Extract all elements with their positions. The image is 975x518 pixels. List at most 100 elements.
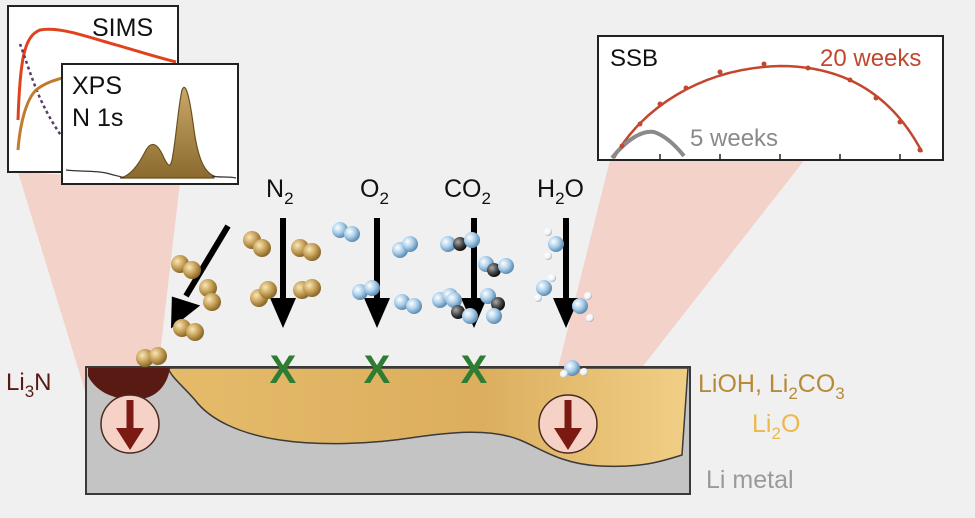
ssb-point xyxy=(897,119,903,125)
co2-o-atom xyxy=(464,232,480,248)
substrate-outline xyxy=(85,366,691,495)
label-li3n: Li3N xyxy=(6,369,52,401)
h2o-o-atom xyxy=(548,236,564,252)
gas-label-o2: O2 xyxy=(360,175,389,208)
h2o-h-atom xyxy=(560,370,568,378)
o2-atom xyxy=(344,226,360,242)
co2-o-atom xyxy=(480,288,496,304)
ssb-point xyxy=(917,147,923,153)
ssb-point xyxy=(805,65,811,71)
inset-xps: XPS N 1s xyxy=(61,63,239,185)
n2-atom xyxy=(183,261,201,279)
ssb-point xyxy=(637,121,643,127)
gas-label-o2-base: O xyxy=(360,175,379,203)
h2o-h-atom xyxy=(580,368,588,376)
h2o-o-atom xyxy=(572,298,588,314)
inset-xps-line2: N 1s xyxy=(72,104,123,132)
h2o-h-atom xyxy=(534,294,542,302)
h2o-molecules xyxy=(534,228,594,378)
blocked-mark-co2: X xyxy=(461,348,488,392)
blocked-mark-o2: X xyxy=(364,348,391,392)
label-li2o-b: 2 xyxy=(771,424,780,443)
diffusion-marker-right xyxy=(538,394,598,454)
co2-o-atom xyxy=(462,308,478,324)
n2-atom xyxy=(203,293,221,311)
inset-ssb-label-20: 20 weeks xyxy=(820,45,921,72)
ssb-5-weeks-arc xyxy=(610,129,686,160)
label-li3n-b: 3 xyxy=(25,382,34,401)
ssb-axis-ticks xyxy=(659,154,901,160)
o2-atom xyxy=(402,236,418,252)
h2o-o-atom xyxy=(536,280,552,296)
ssb-point xyxy=(717,69,723,75)
label-li2o: Li2O xyxy=(752,410,800,443)
ssb-point xyxy=(657,101,663,107)
o2-atom xyxy=(364,280,380,296)
inset-ssb-label-5: 5 weeks xyxy=(690,125,778,152)
ssb-point xyxy=(619,143,625,149)
sims-purple-curve xyxy=(18,43,67,143)
gas-label-h2o-sub: 2 xyxy=(555,189,564,208)
co2-molecules xyxy=(440,232,514,324)
ssb-point xyxy=(683,85,689,91)
inset-xps-line1: XPS xyxy=(72,72,122,100)
co2-o-atom xyxy=(498,258,514,274)
ssb-point xyxy=(873,95,879,101)
ssb-point xyxy=(761,61,767,67)
gas-label-n2-sub: 2 xyxy=(284,189,293,208)
label-lioh-a: LiOH, Li xyxy=(698,370,788,398)
co2-o-atom xyxy=(486,308,502,324)
nitride-layer xyxy=(88,368,170,401)
o2-atom xyxy=(406,298,422,314)
h2o-h-atom xyxy=(544,228,552,236)
n2-molecules xyxy=(136,231,321,367)
label-li3n-a: Li xyxy=(6,369,25,396)
diffusion-marker-left xyxy=(100,394,160,454)
gas-label-h2o-tail: O xyxy=(565,175,584,203)
gas-label-co2-base: CO xyxy=(444,175,482,203)
label-li3n-c: N xyxy=(34,369,51,396)
gas-label-co2-sub: 2 xyxy=(482,189,491,208)
h2o-h-atom xyxy=(544,252,552,260)
co2-c-atom xyxy=(451,305,465,319)
label-lioh-d: 3 xyxy=(835,384,844,403)
sims-red-curve xyxy=(16,27,177,121)
co2-c-atom xyxy=(487,263,501,277)
n2-atom xyxy=(199,279,217,297)
label-lioh-li2co3: LiOH, Li2CO3 xyxy=(698,370,845,403)
sims-brown-curve xyxy=(16,76,63,151)
ssb-point xyxy=(847,77,853,83)
gas-label-n2: N2 xyxy=(266,175,294,208)
n2-atom xyxy=(303,279,321,297)
gas-label-n2-base: N xyxy=(266,175,284,203)
n2-atom xyxy=(253,239,271,257)
h2o-h-atom xyxy=(548,274,556,282)
h2o-h-atom xyxy=(586,314,594,322)
ssb-20-weeks-points xyxy=(619,61,923,153)
inset-sims-title: SIMS xyxy=(92,14,153,42)
h2o-o-atom xyxy=(564,360,580,376)
arrow-n2 xyxy=(270,218,296,328)
gas-label-h2o: H2O xyxy=(537,175,584,208)
label-li2o-a: Li xyxy=(752,410,771,438)
co2-o-atom xyxy=(440,236,456,252)
blocked-mark-n2: X xyxy=(270,348,297,392)
inset-ssb-title: SSB xyxy=(610,45,658,72)
xps-peak-fill xyxy=(119,87,215,179)
inset-ssb: SSB 20 weeks 5 weeks xyxy=(597,35,944,161)
gas-label-co2: CO2 xyxy=(444,175,491,208)
co2-o-atom xyxy=(446,292,462,308)
label-lioh-c: CO xyxy=(798,370,836,398)
n2-atom xyxy=(259,281,277,299)
n2-atom xyxy=(186,323,204,341)
n2-atom xyxy=(303,243,321,261)
h2o-h-atom xyxy=(584,292,592,300)
xps-baseline xyxy=(65,169,237,179)
ssb-20-weeks-arc xyxy=(612,64,924,159)
gas-label-o2-sub: 2 xyxy=(379,189,388,208)
n2-atom xyxy=(149,347,167,365)
co2-c-atom xyxy=(453,237,467,251)
gas-label-h2o-base: H xyxy=(537,175,555,203)
co2-c-atom xyxy=(491,297,505,311)
label-lioh-b: 2 xyxy=(788,384,797,403)
